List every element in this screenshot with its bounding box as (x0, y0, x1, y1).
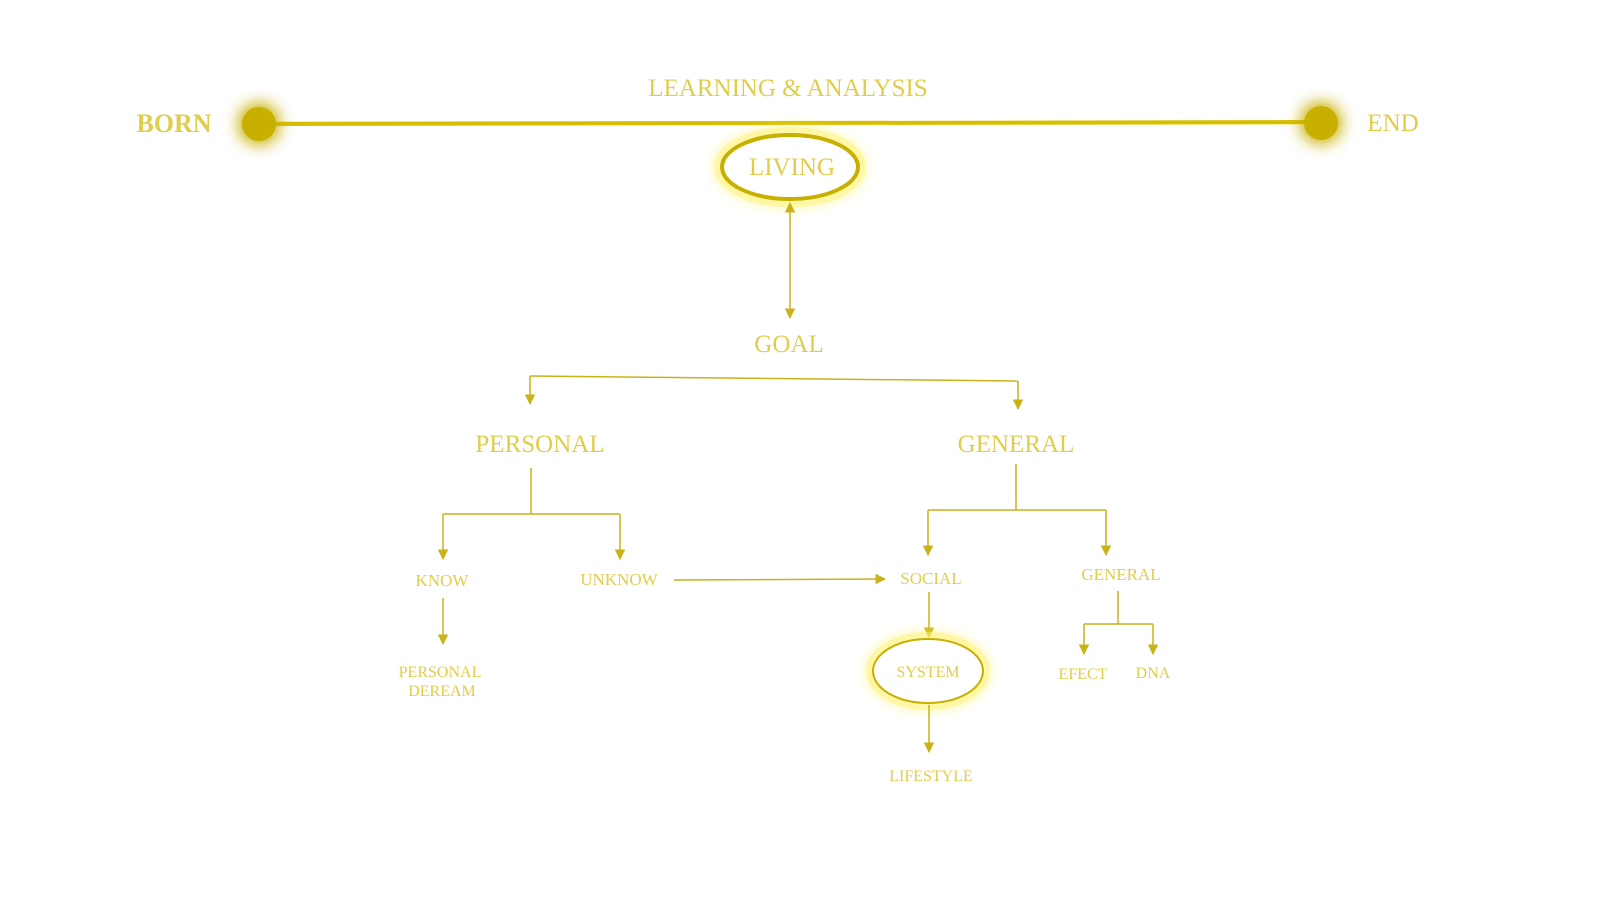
social-label: SOCIAL (900, 569, 961, 588)
personal-label: PERSONAL (475, 431, 604, 458)
timeline-start-dot (242, 107, 276, 141)
connector-general-branches (922, 464, 1112, 557)
goal-label: GOAL (754, 331, 823, 358)
unknow-label: UNKNOW (580, 570, 658, 589)
system-ellipse (872, 638, 984, 704)
timeline-title: LEARNING & ANALYSIS (648, 75, 927, 102)
efect-label: EFECT (1059, 666, 1108, 683)
timeline-end-label: END (1367, 110, 1418, 137)
living-ellipse (720, 133, 860, 201)
general-sub-label: GENERAL (1081, 565, 1160, 584)
connector-goal-bar (529, 375, 1019, 382)
dna-label: DNA (1136, 665, 1171, 682)
timeline-start-label: BORN (136, 109, 211, 138)
node-living: LIVING (714, 127, 866, 207)
connector-personal-branches (437, 468, 626, 561)
node-system: SYSTEM (866, 632, 990, 710)
lifestyle-label: LIFESTYLE (889, 768, 973, 785)
general-label: GENERAL (958, 431, 1075, 458)
timeline-line (256, 120, 1324, 126)
connector-generalsub-branches (1078, 591, 1159, 656)
connector-goal-branches (524, 375, 1024, 411)
system-label: SYSTEM (896, 664, 959, 681)
know-label: KNOW (416, 571, 470, 590)
connector-unknow-social (673, 573, 887, 585)
living-label: LIVING (749, 154, 835, 181)
personal-dream-label-line1: PERSONAL (399, 664, 482, 681)
timeline-end-dot (1304, 106, 1338, 140)
personal-dream-label-line2: DEREAM (408, 683, 476, 700)
timeline: BORN END LEARNING & ANALYSIS (136, 75, 1419, 141)
